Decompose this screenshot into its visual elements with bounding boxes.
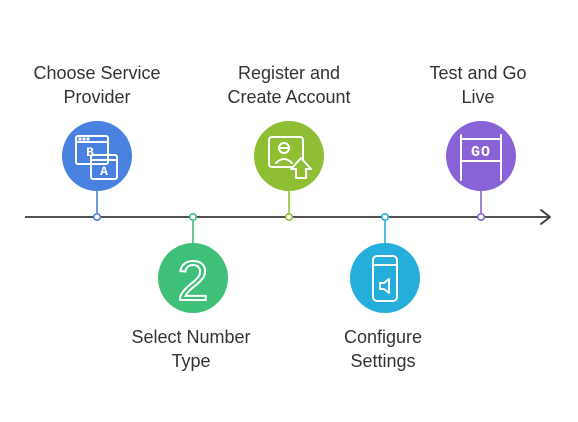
label-line: Configure <box>343 327 423 347</box>
label-line: Select Number <box>131 327 251 347</box>
phone-speaker-icon <box>372 255 398 302</box>
label-line: Test and Go <box>429 63 527 83</box>
label-line: Choose Service <box>33 63 161 83</box>
go-banner-icon: GO <box>460 134 502 181</box>
glyph-go: GO <box>471 144 491 161</box>
marker-select-number-type <box>189 213 198 222</box>
number-two-icon: 2 <box>176 248 209 313</box>
marker-configure-settings <box>380 213 389 222</box>
marker-register-create-account <box>284 213 293 222</box>
label-line: Create Account <box>227 87 351 107</box>
label-select-number-type: Select Number Type <box>106 325 276 373</box>
label-configure-settings: Configure Settings <box>298 325 468 373</box>
circle-configure-settings <box>350 243 420 313</box>
user-card-upload-icon <box>268 136 312 179</box>
browser-windows-icon: B A <box>75 135 118 180</box>
label-line: Settings <box>350 351 416 371</box>
glyph-a: A <box>100 164 108 179</box>
label-register-create-account: Register and Create Account <box>204 61 374 109</box>
label-line: Register and <box>237 63 341 83</box>
circle-register-create-account <box>254 121 324 191</box>
arrow-right-icon <box>540 209 551 225</box>
label-line: Type <box>171 351 211 371</box>
circle-select-number-type <box>158 243 228 313</box>
marker-test-and-go-live <box>476 213 485 222</box>
label-line: Provider <box>63 87 131 107</box>
label-choose-service-provider: Choose Service Provider <box>12 61 182 109</box>
marker-choose-service-provider <box>93 213 102 222</box>
label-line: Live <box>461 87 495 107</box>
glyph-b: B <box>86 145 94 160</box>
label-test-and-go-live: Test and Go Live <box>393 61 563 109</box>
glyph-two: 2 <box>177 249 208 312</box>
